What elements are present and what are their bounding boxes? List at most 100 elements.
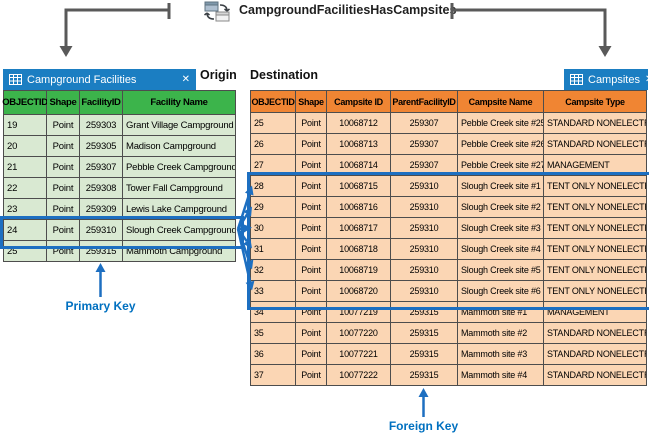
table-cell: Slough Creek site #1 (458, 176, 544, 197)
table-cell: 31 (251, 239, 296, 260)
table-cell: 24 (4, 220, 47, 241)
foreign-key-arrow-head (418, 388, 429, 397)
table-cell: 259315 (391, 302, 458, 323)
table-cell: Point (296, 281, 327, 302)
foreign-key-label: Foreign Key (388, 419, 459, 433)
primary-key-arrow-head (95, 263, 106, 272)
table-cell: STANDARD NONELECTRIC (544, 344, 647, 365)
table-cell: 259315 (391, 344, 458, 365)
close-icon[interactable]: ✕ (645, 74, 649, 85)
tab-campground-facilities[interactable]: Campground Facilities ✕ (3, 69, 196, 90)
table-cell: Slough Creek site #5 (458, 260, 544, 281)
table-cell: Point (296, 113, 327, 134)
table-cell: 19 (4, 115, 47, 136)
table-cell: 259307 (391, 155, 458, 176)
table-cell: 259310 (391, 218, 458, 239)
column-header: Shape (296, 91, 327, 113)
table-cell: 259307 (391, 134, 458, 155)
table-cell: Point (296, 155, 327, 176)
origin-connector-arrow-head (59, 46, 73, 57)
table-cell: 27 (251, 155, 296, 176)
table-cell: STANDARD NONELECTRIC (544, 365, 647, 386)
table-cell: 30 (251, 218, 296, 239)
table-cell: 32 (251, 260, 296, 281)
table-cell: Slough Creek site #4 (458, 239, 544, 260)
table-cell: 10068718 (327, 239, 391, 260)
table-cell: 25 (4, 241, 47, 262)
table-cell: 259310 (391, 176, 458, 197)
table-cell: Mammoth site #2 (458, 323, 544, 344)
table-cell: Point (47, 178, 80, 199)
column-header: Campsite ID (327, 91, 391, 113)
table-cell: 29 (251, 197, 296, 218)
origin-role-label: Origin (200, 68, 237, 82)
table-cell: Tower Fall Campground (123, 178, 236, 199)
table-cell: 10077220 (327, 323, 391, 344)
table-cell: 259307 (391, 113, 458, 134)
table-cell: 22 (4, 178, 47, 199)
table-cell: Point (296, 197, 327, 218)
table-cell: 259307 (80, 157, 123, 178)
close-icon[interactable]: ✕ (181, 73, 190, 85)
table-cell: 259310 (391, 197, 458, 218)
column-header: FacilityID (80, 91, 123, 115)
table-cell: TENT ONLY NONELECTRIC (544, 218, 647, 239)
table-cell: Mammoth site #1 (458, 302, 544, 323)
table-cell: 259310 (391, 260, 458, 281)
table-cell: 28 (251, 176, 296, 197)
table-cell: Point (47, 136, 80, 157)
table-cell: Slough Creek site #6 (458, 281, 544, 302)
column-header: Campsite Type (544, 91, 647, 113)
table-cell: Point (47, 157, 80, 178)
table-cell: Mammoth site #4 (458, 365, 544, 386)
relationship-class-name: CampgroundFacilitiesHasCampsites (239, 3, 457, 17)
table-cell: 259305 (80, 136, 123, 157)
table-cell: Mammoth site #3 (458, 344, 544, 365)
destination-connector-arrow-head (598, 46, 612, 57)
table-cell: TENT ONLY NONELECTRIC (544, 260, 647, 281)
destination-connector-line (452, 8, 607, 46)
column-header: Campsite Name (458, 91, 544, 113)
table-cell: Point (47, 115, 80, 136)
table-cell: 25 (251, 113, 296, 134)
table-cell: Slough Creek site #2 (458, 197, 544, 218)
table-cell: TENT ONLY NONELECTRIC (544, 197, 647, 218)
table-cell: Point (47, 220, 80, 241)
table-cell: Point (47, 199, 80, 220)
table-cell: 259308 (80, 178, 123, 199)
tab-label: Campsites (588, 73, 640, 86)
table-cell: Pebble Creek site #26 (458, 134, 544, 155)
table-cell: 259309 (80, 199, 123, 220)
relate-arrow (236, 193, 251, 230)
table-cell: Madison Campground (123, 136, 236, 157)
table-cell: Point (296, 323, 327, 344)
table-cell: Pebble Creek site #27 (458, 155, 544, 176)
table-cell: 10068719 (327, 260, 391, 281)
table-cell: Lewis Lake Campground (123, 199, 236, 220)
table-cell: 23 (4, 199, 47, 220)
table-cell: Grant Village Campground (123, 115, 236, 136)
table-cell: 10068715 (327, 176, 391, 197)
table-cell: MANAGEMENT (544, 155, 647, 176)
table-cell: 37 (251, 365, 296, 386)
table-cell: 10077222 (327, 365, 391, 386)
table-cell: Point (296, 134, 327, 155)
table-cell: Point (296, 365, 327, 386)
table-cell: 10068713 (327, 134, 391, 155)
table-cell: 21 (4, 157, 47, 178)
column-header: OBJECTID (251, 91, 296, 113)
table-cell: 10068712 (327, 113, 391, 134)
table-cell: 10068714 (327, 155, 391, 176)
table-cell: TENT ONLY NONELECTRIC (544, 176, 647, 197)
table-cell: 259315 (80, 241, 123, 262)
column-header: Shape (47, 91, 80, 115)
column-header: Facility Name (123, 91, 236, 115)
table-cell: STANDARD NONELECTRIC (544, 323, 647, 344)
table-cell: 10077219 (327, 302, 391, 323)
column-header: OBJECTID (2, 91, 48, 115)
table-cell: 259310 (80, 220, 123, 241)
tab-campsites[interactable]: Campsites ✕ (564, 69, 649, 90)
table-cell: Point (296, 176, 327, 197)
